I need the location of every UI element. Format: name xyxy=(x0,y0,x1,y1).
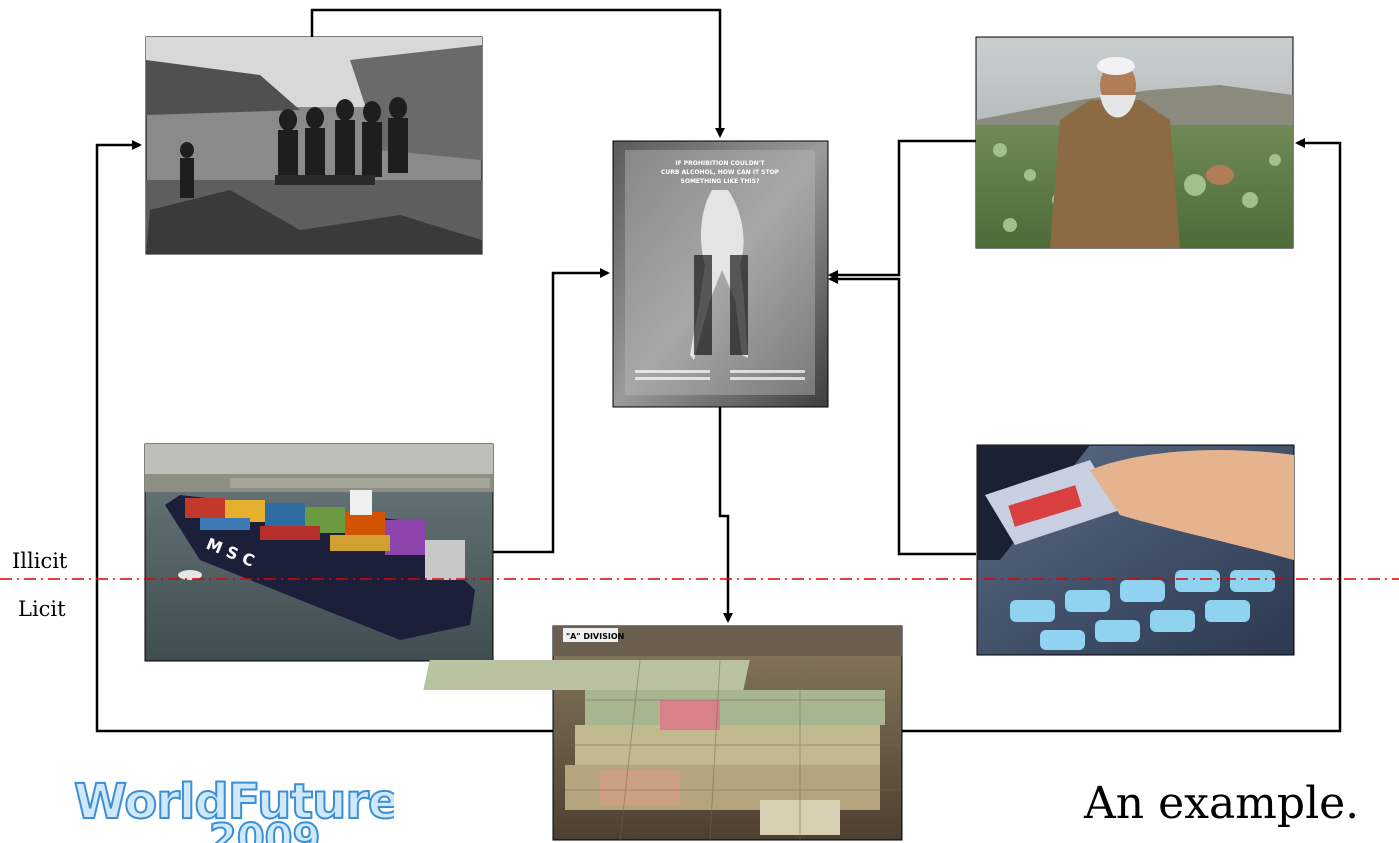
logo-year: 2009 xyxy=(208,815,321,843)
arrow-cash-to-farmer xyxy=(902,138,1342,733)
cash-sign-text: "A" DIVISION xyxy=(566,632,624,641)
caption-text: An example. xyxy=(1084,778,1360,829)
credit-card-terminal-photo xyxy=(976,444,1295,656)
illicit-label: Illicit xyxy=(12,549,68,573)
arrow-farmer-to-poster xyxy=(828,139,976,280)
logo-text: WorldFuture xyxy=(74,773,394,831)
street-scene-photo xyxy=(145,36,483,255)
cash-stacks-photo: "A" DIVISION xyxy=(423,625,903,841)
svg-text:CURB ALCOHOL, HOW CAN IT STOP: CURB ALCOHOL, HOW CAN IT STOP xyxy=(661,169,780,176)
worldfuture-logo: WorldFuture 2009 xyxy=(74,772,394,843)
prohibition-poster-photo: IF PROHIBITION COULDN'T CURB ALCOHOL, HO… xyxy=(612,140,829,408)
arrow-ship-to-poster xyxy=(493,268,610,554)
arrow-slum-to-poster xyxy=(310,8,725,138)
arrow-card-to-poster xyxy=(828,274,976,556)
arrow-poster-to-cash xyxy=(718,407,733,623)
licit-label: Licit xyxy=(18,597,66,621)
poster-headline: IF PROHIBITION COULDN'T xyxy=(675,160,765,167)
poppy-farmer-photo xyxy=(975,36,1294,249)
connectors xyxy=(95,8,1342,733)
container-ship-photo: M S C xyxy=(144,443,494,662)
arrow-cash-to-slum xyxy=(95,140,553,733)
svg-text:SOMETHING LIKE THIS?: SOMETHING LIKE THIS? xyxy=(681,178,760,185)
